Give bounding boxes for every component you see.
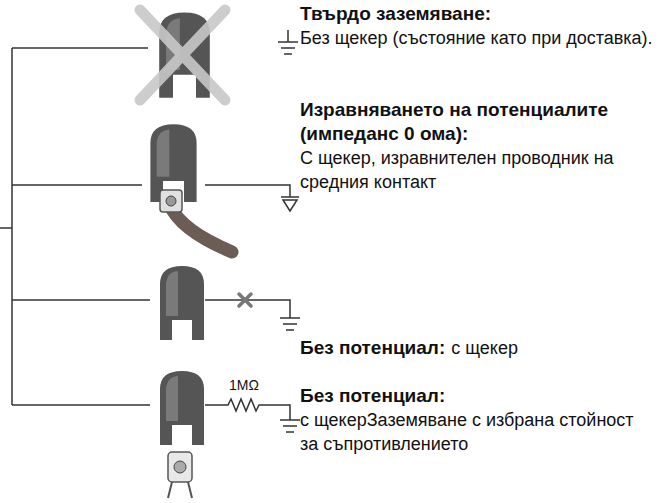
ground-symbol — [278, 30, 298, 54]
body-text: С щекер, изравнителен проводник на средн… — [300, 146, 656, 194]
cable-lug — [160, 190, 182, 212]
bracket-lines — [0, 48, 150, 405]
body-text: Без щекер (състояние като при доставка). — [300, 26, 656, 50]
heading-text: Без потенциал: — [300, 337, 445, 358]
text-group: Без потенциал: с щекер — [300, 336, 656, 360]
break-mark — [239, 294, 251, 306]
resistor-symbol — [205, 399, 300, 432]
body-text: с щекерЗаземяване с избрана стойност за … — [300, 408, 656, 456]
plug-icon — [160, 266, 204, 340]
body-text: с щекер — [451, 338, 518, 358]
equipotential-symbol — [205, 185, 299, 211]
ground-symbol — [205, 300, 300, 330]
plug-icon — [160, 371, 204, 445]
text-group: Изравняването на потенциалите (импеданс … — [300, 98, 656, 194]
heading-text: Без потенциал: — [300, 384, 656, 408]
heading-text: Изравняването на потенциалите (импеданс … — [300, 98, 656, 146]
value-label: 1MΩ — [228, 377, 260, 393]
text-group: Без потенциал:с щекерЗаземяване с избран… — [300, 384, 656, 456]
heading-text: Твърдо заземяване: — [300, 2, 656, 26]
cross-mark — [140, 10, 225, 100]
text-group: Твърдо заземяване:Без щекер (състояние к… — [300, 2, 656, 50]
terminal-clip — [168, 452, 192, 498]
